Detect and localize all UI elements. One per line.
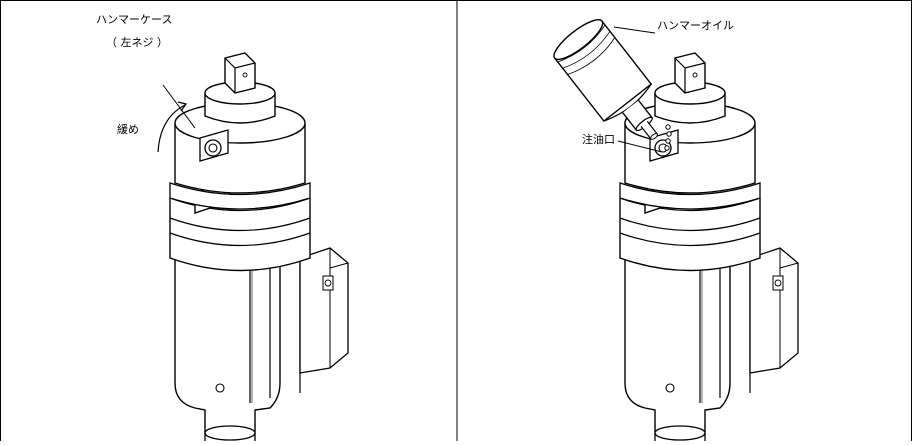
label-oil-port: 注油口 — [582, 133, 615, 146]
loosen-arrowhead — [177, 101, 188, 112]
oil-bottle — [553, 19, 659, 140]
hammer-oil-leader — [613, 26, 656, 34]
label-hammer-oil: ハンマーオイル — [657, 19, 734, 32]
loosen-arrow — [157, 104, 186, 153]
label-left-thread: （ 左ネジ ） — [106, 36, 168, 49]
oil-drops — [664, 124, 672, 151]
label-hammer-case: ハンマーケース — [96, 13, 173, 26]
label-loosen: 緩め — [117, 123, 139, 136]
oil-port-leader — [617, 140, 663, 153]
hammer-case-leader — [162, 84, 196, 129]
left-tool-illustration — [169, 52, 349, 445]
